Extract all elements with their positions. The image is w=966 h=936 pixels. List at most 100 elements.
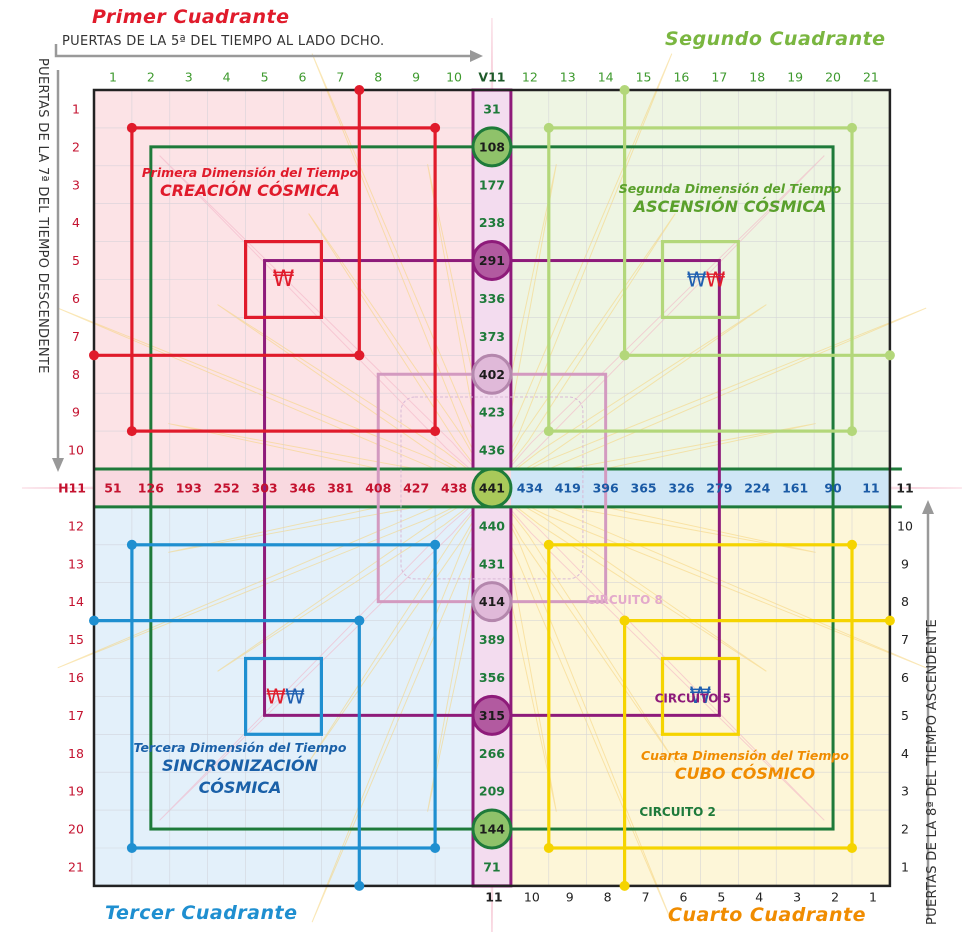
left-row-label: 7 bbox=[72, 329, 80, 344]
figure-q1-dot bbox=[430, 426, 441, 437]
horizontal-left-value: 252 bbox=[214, 480, 240, 495]
figure-q4-dot bbox=[543, 539, 554, 550]
left-row-label: 9 bbox=[72, 405, 80, 420]
top-col-label: 21 bbox=[863, 70, 879, 85]
horizontal-right-value: 90 bbox=[824, 480, 842, 495]
right-gates-label: PUERTAS DE LA 8ª DEL TIEMPO ASCENDENTE bbox=[925, 619, 940, 925]
top-col-label: 14 bbox=[598, 70, 614, 85]
horizontal-right-value: 419 bbox=[555, 480, 581, 495]
top-col-label: 7 bbox=[336, 70, 344, 85]
figure-q2-square bbox=[547, 126, 854, 433]
top-col-label: V11 bbox=[478, 70, 505, 85]
quadrant-title-2: Segundo Cuadrante bbox=[665, 28, 886, 50]
bottom-col-label: 5 bbox=[717, 890, 725, 905]
dimension-third-line2: SINCRONIZACIÓN bbox=[161, 756, 319, 775]
bottom-col-label: 8 bbox=[604, 890, 612, 905]
figure-q3-dot bbox=[126, 843, 137, 853]
right-row-label: 2 bbox=[901, 822, 909, 837]
right-row-label: 10 bbox=[897, 518, 913, 533]
figure-q3-dot bbox=[430, 539, 441, 550]
figure-q2-small-square bbox=[660, 240, 740, 320]
vertical-value: 336 bbox=[479, 291, 505, 306]
right-row-label: 6 bbox=[901, 670, 909, 685]
circuit-2-label: CIRCUITO 2 bbox=[639, 805, 715, 819]
vertical-value: 414 bbox=[479, 594, 505, 609]
left-row-label: 4 bbox=[72, 215, 80, 230]
vertical-value: 431 bbox=[479, 556, 505, 571]
vertical-value: 356 bbox=[479, 670, 505, 685]
top-col-label: 12 bbox=[522, 70, 538, 85]
horizontal-left-value: 346 bbox=[289, 480, 315, 495]
horizontal-left-value: 438 bbox=[441, 480, 467, 495]
left-row-label: 15 bbox=[68, 632, 84, 647]
vertical-value: 238 bbox=[479, 215, 505, 230]
left-row-label: 6 bbox=[72, 291, 80, 306]
vertical-value: 441 bbox=[479, 480, 505, 495]
quadrant-title-4: Cuarto Cuadrante bbox=[668, 904, 866, 926]
dimension-first: Primera Dimensión del Tiempo CREACIÓN CÓ… bbox=[100, 165, 400, 202]
top-col-label: 1 bbox=[109, 70, 117, 85]
dimension-fourth-line2: CUBO CÓSMICO bbox=[674, 764, 816, 783]
figure-q3-dot bbox=[430, 843, 441, 853]
horizontal-left-value: 427 bbox=[403, 480, 429, 495]
dimension-first-line1: Primera Dimensión del Tiempo bbox=[141, 165, 359, 180]
top-col-label: 3 bbox=[185, 70, 193, 85]
left-row-label: 14 bbox=[68, 594, 84, 609]
horizontal-right-value: 326 bbox=[668, 480, 694, 495]
horizontal-left-value: 51 bbox=[104, 480, 121, 495]
vertical-value: 436 bbox=[479, 443, 505, 458]
vertical-value: 440 bbox=[479, 518, 505, 533]
vertical-value: 71 bbox=[483, 859, 500, 874]
vertical-value: 315 bbox=[479, 708, 505, 723]
dimension-fourth: Cuarta Dimensión del Tiempo CUBO CÓSMICO bbox=[595, 748, 895, 785]
horizontal-right-value: 279 bbox=[706, 480, 732, 495]
figure-q1-small-square bbox=[244, 240, 324, 320]
bottom-col-label: 6 bbox=[679, 890, 687, 905]
figure-q1-dot bbox=[89, 350, 99, 361]
left-row-label: 17 bbox=[68, 708, 84, 723]
top-col-label: 8 bbox=[374, 70, 382, 85]
figure-q3-dot bbox=[354, 880, 365, 891]
horizontal-left-value: 381 bbox=[327, 480, 353, 495]
glyph-q2-b: ₩ bbox=[706, 268, 726, 292]
dimension-third: Tercera Dimensión del Tiempo SINCRONIZAC… bbox=[90, 740, 390, 799]
dimension-fourth-line1: Cuarta Dimensión del Tiempo bbox=[641, 748, 849, 763]
bottom-col-label: 9 bbox=[566, 890, 574, 905]
figure-q2-dot bbox=[847, 122, 857, 133]
figure-q1-dot bbox=[354, 350, 365, 361]
figure-q4-small-square bbox=[660, 656, 740, 736]
vertical-value: 402 bbox=[479, 367, 505, 382]
figure-q4 bbox=[543, 539, 895, 891]
figure-q3-dot bbox=[89, 615, 99, 626]
figure-q3-square bbox=[130, 543, 437, 850]
top-col-label: 16 bbox=[673, 70, 689, 85]
figure-q4-dot bbox=[619, 615, 630, 626]
top-col-label: 5 bbox=[261, 70, 269, 85]
circuit-8-label: CIRCUITO 8 bbox=[586, 593, 662, 607]
top-col-label: 9 bbox=[412, 70, 420, 85]
bottom-col-label: 10 bbox=[524, 890, 540, 905]
right-row-label: 7 bbox=[901, 632, 909, 647]
figure-q2-dot bbox=[884, 350, 895, 361]
vertical-value: 209 bbox=[479, 784, 505, 799]
glyph-q3-a: ₩ bbox=[266, 684, 286, 708]
figure-q3-dot bbox=[126, 539, 137, 550]
horizontal-left-value: 408 bbox=[365, 480, 391, 495]
figure-q3-small-square bbox=[244, 656, 324, 736]
left-row-label: 8 bbox=[72, 367, 80, 382]
left-row-label: 13 bbox=[68, 556, 84, 571]
right-row-label: 11 bbox=[896, 480, 913, 495]
left-gates-label: PUERTAS DE LA 7ª DEL TIEMPO DESCENDENTE bbox=[35, 58, 50, 374]
glyph-q2-a: ₩ bbox=[687, 268, 707, 292]
figure-q4-dot bbox=[847, 539, 857, 550]
vertical-value: 423 bbox=[479, 405, 505, 420]
quadrant-title-1: Primer Cuadrante bbox=[92, 6, 290, 28]
dimension-first-line2: CREACIÓN CÓSMICA bbox=[159, 181, 340, 200]
circuit-5-label: CIRCUITO 5 bbox=[655, 691, 731, 705]
top-col-label: 4 bbox=[223, 70, 231, 85]
dimension-second-line2: ASCENSIÓN CÓSMICA bbox=[633, 197, 827, 216]
figure-q3 bbox=[89, 539, 441, 891]
left-row-label: 21 bbox=[68, 859, 84, 874]
